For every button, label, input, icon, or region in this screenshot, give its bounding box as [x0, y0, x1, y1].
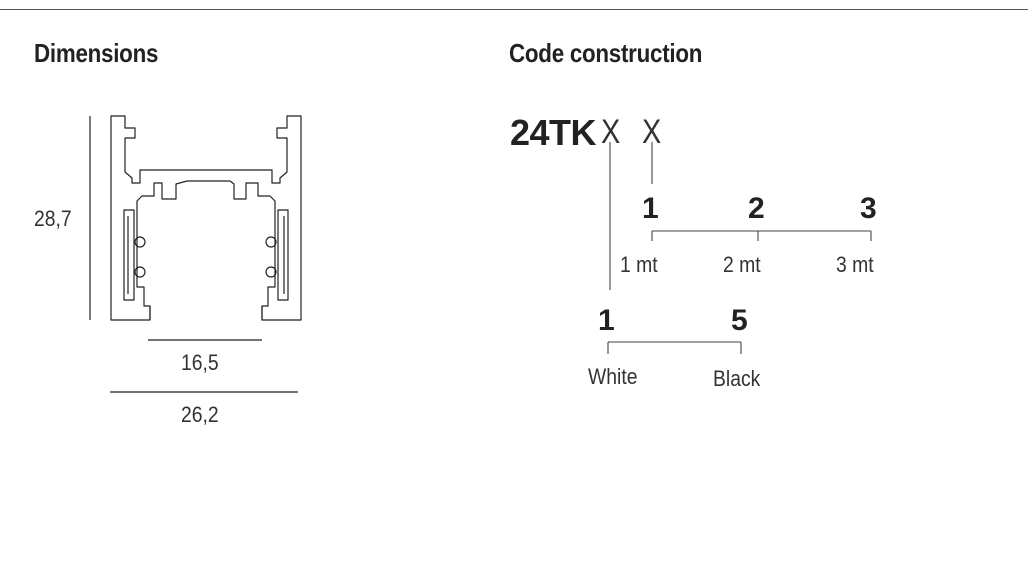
length-option-label: 3 mt	[836, 252, 874, 277]
code-connectors	[607, 142, 872, 354]
color-option-code: 5	[731, 304, 748, 337]
length-option-label: 1 mt	[620, 252, 658, 277]
top-divider	[0, 9, 1028, 10]
track-profile-outline	[110, 115, 302, 321]
inner-width-label: 16,5	[181, 350, 219, 375]
left-rail	[123, 209, 135, 301]
length-option-code: 1	[642, 192, 659, 225]
code-slot-length: X	[642, 113, 662, 151]
color-option-label: White	[588, 364, 638, 389]
height-label: 28,7	[34, 206, 72, 231]
right-rail	[277, 209, 289, 301]
code-prefix: 24TK	[510, 112, 597, 153]
code-construction-heading: Code construction	[509, 38, 703, 68]
length-option-code: 2	[748, 192, 765, 225]
length-option-code: 3	[860, 192, 877, 225]
outer-width-label: 26,2	[181, 402, 219, 427]
color-option-code: 1	[598, 304, 615, 337]
length-option-label: 2 mt	[723, 252, 761, 277]
dimensions-heading: Dimensions	[34, 38, 159, 68]
code-slot-color: X	[601, 113, 621, 151]
color-option-label: Black	[713, 366, 761, 391]
